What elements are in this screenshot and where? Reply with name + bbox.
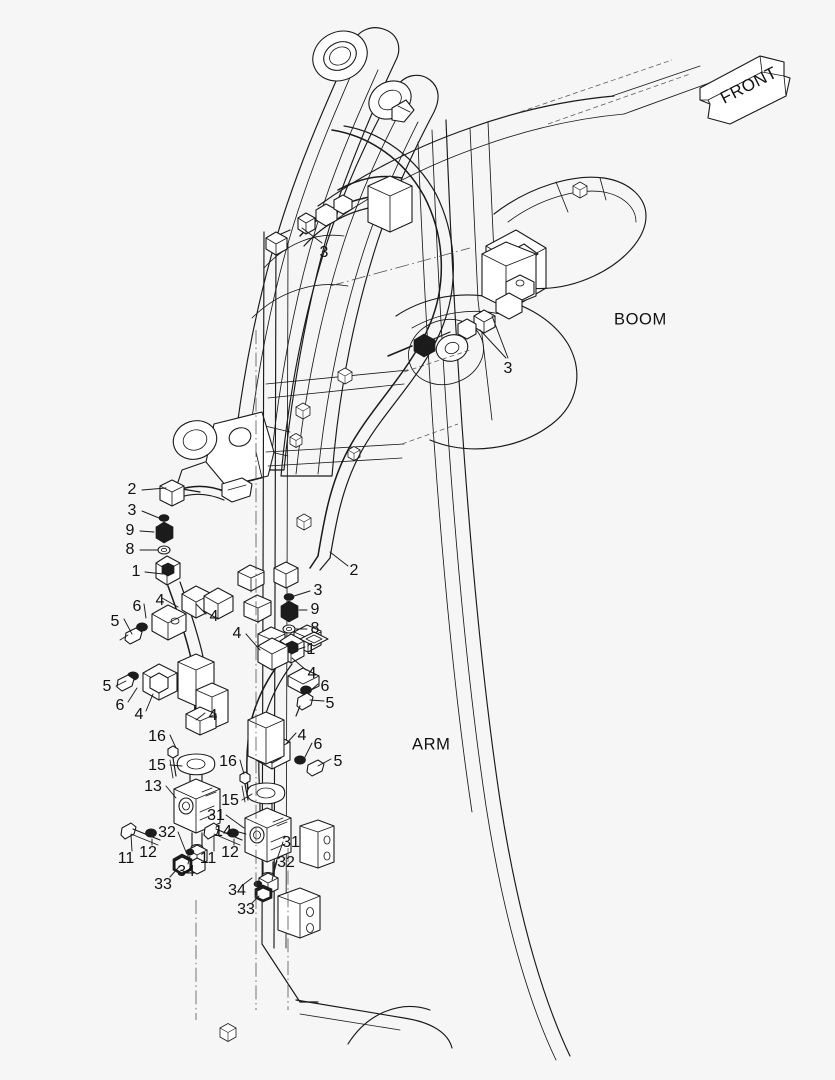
callout-number: 4 — [298, 727, 307, 744]
left-piping-assembly — [116, 477, 253, 876]
callout-number: 3 — [314, 582, 323, 599]
right-piping-assembly — [203, 561, 329, 903]
center-lines — [195, 247, 471, 1020]
callout-number: 34 — [177, 863, 195, 880]
callout-number: 1 — [307, 641, 316, 658]
callout-number: 4 — [308, 665, 317, 682]
callout-leader-lines — [115, 227, 509, 904]
callout-number: 12 — [139, 844, 157, 861]
boom-label: BOOM — [614, 310, 667, 328]
callout-number: 9 — [126, 522, 135, 539]
callout-number: 31 — [207, 807, 225, 824]
arm-label: ARM — [412, 735, 450, 753]
callout-number: 11 — [118, 850, 135, 867]
callout-number: 14 — [214, 823, 232, 840]
callout-number: 1 — [132, 563, 141, 580]
callout-number: 32 — [277, 854, 295, 871]
callout-number: 15 — [148, 757, 166, 774]
callout-number: 3 — [128, 502, 137, 519]
callout-number: 33 — [154, 876, 172, 893]
clamp-blocks — [237, 564, 335, 939]
callout-number: 3 — [320, 244, 329, 261]
callout-number: 11 — [200, 850, 217, 867]
callout-number: 6 — [133, 598, 142, 615]
callout-number: 5 — [326, 695, 335, 712]
callout-number: 4 — [210, 608, 219, 625]
callout-number: 8 — [311, 620, 320, 637]
callout-number: 6 — [314, 736, 323, 753]
callout-number: 33 — [237, 901, 255, 918]
callout-number: 13 — [144, 778, 162, 795]
callout-number: 4 — [209, 707, 218, 724]
bucket-linkage-assembly — [172, 27, 439, 493]
main-hydraulic-hoses — [309, 125, 454, 571]
callout-number: 5 — [334, 753, 343, 770]
callout-number: 31 — [282, 834, 300, 851]
callout-number: 6 — [321, 678, 330, 695]
callout-number: 2 — [128, 481, 137, 498]
callout-number: 6 — [116, 697, 125, 714]
callout-number: 8 — [126, 541, 135, 558]
callout-number: 16 — [148, 728, 166, 745]
boom-coupler-block — [387, 241, 537, 358]
callout-number: 34 — [228, 882, 246, 899]
callout-number: 4 — [135, 706, 144, 723]
callout-number: 5 — [103, 678, 112, 695]
callout-number: 5 — [111, 613, 120, 630]
callout-number: 2 — [350, 562, 359, 579]
callout-number: 32 — [158, 824, 176, 841]
callout-number: 15 — [221, 792, 239, 809]
callout-number: 4 — [233, 625, 242, 642]
callout-number: 12 — [221, 844, 239, 861]
callout-number: 9 — [311, 601, 320, 618]
callout-number: 3 — [504, 360, 513, 377]
callout-number: 16 — [219, 753, 237, 770]
callout-number: 4 — [156, 592, 165, 609]
hex-bolt-markers — [219, 181, 588, 1042]
